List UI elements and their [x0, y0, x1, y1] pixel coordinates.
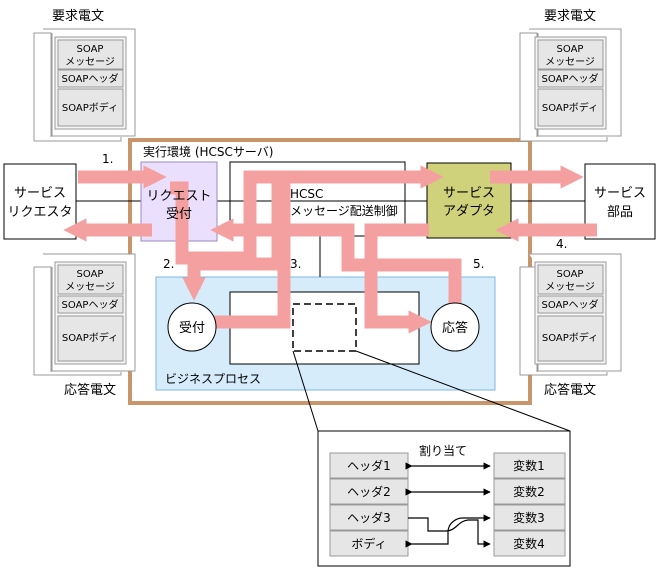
zoom-line-left — [292, 350, 319, 432]
arrow-reply-to-receiver — [210, 218, 462, 308]
mapping-arrows — [405, 462, 491, 548]
reply-node — [430, 302, 480, 352]
soap-header-label: SOAPヘッダ — [62, 298, 119, 311]
mapping-left-items: ヘッダ1 ヘッダ2 ヘッダ3 ボディ — [329, 452, 409, 557]
mapping-left-item — [329, 478, 409, 505]
receive-node — [167, 302, 217, 352]
mapping-left-item-label: ヘッダ1 — [347, 458, 391, 473]
runtime-environment-title: 実行環境 (HCSCサーバ) — [143, 144, 273, 159]
step-2-label: 2. — [163, 257, 174, 271]
mapping-left-item-label: ヘッダ3 — [347, 510, 391, 525]
soap-body-label: SOAPボディ — [62, 331, 118, 344]
step-1-label: 1. — [102, 152, 113, 166]
mapping-right-item — [493, 530, 566, 557]
step-4-label: 4. — [556, 237, 567, 251]
soap-document-top-left: 要求電文 SOAP メッセージ SOAPヘッダ SOAPボディ — [33, 9, 136, 142]
document-caption: 応答電文 — [64, 382, 116, 398]
soap-document-top-right: 要求電文 SOAP メッセージ SOAPヘッダ SOAPボディ — [519, 9, 622, 142]
document-caption: 応答電文 — [544, 382, 596, 398]
soap-message-label: SOAP — [557, 44, 584, 55]
receive-node-label: 受付 — [179, 321, 205, 336]
mapping-left-item-label: ボディ — [351, 536, 386, 551]
request-receiver-label-2: 受付 — [166, 207, 192, 222]
document-caption: 要求電文 — [544, 9, 596, 24]
step-3-label: 3. — [290, 257, 301, 271]
mapping-right-item — [493, 452, 566, 479]
business-process-label: ビジネスプロセス — [165, 372, 261, 386]
reply-node-label: 応答 — [442, 320, 468, 336]
soap-message-sub-label: メッセージ — [65, 56, 115, 68]
mapping-title: 割り当て — [419, 443, 467, 458]
soap-document-bottom-left: SOAP メッセージ SOAPヘッダ SOAPボディ 応答電文 — [33, 253, 136, 398]
soap-body-label: SOAPボディ — [542, 331, 598, 344]
request-receiver-label-1: リクエスト — [146, 189, 211, 204]
soap-message-label: SOAP — [557, 269, 584, 280]
service-requester-box — [3, 163, 77, 240]
zoom-line-right — [355, 350, 571, 432]
mapping-left-item-label: ヘッダ2 — [347, 484, 391, 499]
document-caption: 要求電文 — [52, 9, 104, 24]
soap-body-label: SOAPボディ — [542, 101, 598, 114]
service-requester-label-2: リクエスタ — [7, 205, 72, 220]
arrow-receive-to-process — [170, 170, 285, 301]
service-adapter-label-2: アダプタ — [443, 204, 495, 219]
mapping-right-item-label: 変数1 — [513, 458, 545, 473]
mapping-arrow-4 — [405, 514, 491, 548]
service-component-label-2: 部品 — [607, 205, 633, 220]
soap-document-bottom-right: SOAP メッセージ SOAPヘッダ SOAPボディ 応答電文 — [519, 253, 622, 398]
mapping-left-item — [329, 530, 409, 557]
soap-message-sub-label: メッセージ — [545, 281, 595, 293]
soap-body-label: SOAPボディ — [62, 101, 118, 114]
service-component-label-1: サービス — [594, 186, 646, 201]
mapping-left-item — [329, 504, 409, 531]
soap-header-label: SOAPヘッダ — [542, 298, 599, 311]
soap-message-label: SOAP — [77, 44, 104, 55]
mapping-right-item — [493, 504, 566, 531]
soap-message-sub-label: メッセージ — [65, 281, 115, 293]
hcsc-label-1: HCSC — [290, 187, 323, 201]
mapping-right-item-label: 変数4 — [513, 536, 545, 551]
service-requester-label-1: サービス — [14, 186, 66, 201]
soap-message-label: SOAP — [77, 269, 104, 280]
hcsc-label-2: メッセージ配送制御 — [290, 203, 398, 218]
step-5-label: 5. — [473, 257, 484, 271]
mapping-left-item — [329, 452, 409, 479]
pink-arrows — [63, 165, 597, 334]
mapping-focus-dashed-box — [292, 303, 357, 352]
arrow-adapter-to-reply — [364, 223, 432, 334]
mapping-right-items: 変数1 変数2 変数3 変数4 — [493, 452, 566, 557]
mapping-right-item-label: 変数2 — [513, 484, 545, 499]
service-adapter-label-1: サービス — [443, 186, 495, 201]
arrow-to-adapter — [212, 165, 444, 329]
soap-header-label: SOAPヘッダ — [542, 72, 599, 85]
mapping-right-item — [493, 478, 566, 505]
soap-header-label: SOAPヘッダ — [62, 72, 119, 85]
mapping-right-item-label: 変数3 — [513, 510, 545, 525]
soap-message-sub-label: メッセージ — [545, 56, 595, 68]
